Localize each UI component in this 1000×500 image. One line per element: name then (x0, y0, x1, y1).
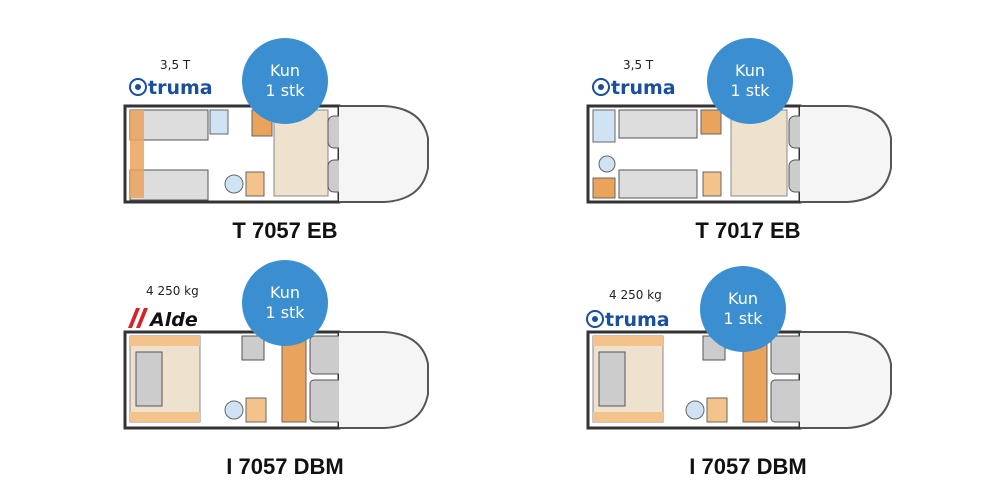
alde-logo: Alde (128, 308, 198, 330)
truma-logo: truma (129, 77, 213, 98)
weight-label: 4 250 kg (609, 288, 662, 302)
badge-line-1: Kun (270, 61, 300, 80)
layout-card-i7057dbm-alde[interactable]: 4 250 kg Alde Kun 1 stk I 7057 DBM (120, 258, 450, 498)
badge-line-2: 1 stk (723, 309, 763, 328)
svg-text:truma: truma (605, 309, 670, 330)
availability-badge: Kun 1 stk (242, 38, 328, 124)
svg-text:truma: truma (611, 77, 676, 98)
weight-label: 3,5 T (160, 58, 191, 72)
floor-plan (123, 104, 429, 204)
badge-line-1: Kun (735, 61, 765, 80)
model-name: T 7017 EB (695, 218, 801, 243)
layout-card-i7057dbm-truma[interactable]: 4 250 kg truma Kun 1 stk I 7057 DBM (583, 258, 913, 498)
svg-text:truma: truma (148, 77, 213, 98)
model-name: I 7057 DBM (226, 454, 344, 479)
floor-plan (123, 330, 429, 430)
layout-card-t7057eb[interactable]: 3,5 T truma Kun 1 stk T 7057 EB (120, 30, 450, 270)
model-name: I 7057 DBM (689, 454, 807, 479)
availability-badge: Kun 1 stk (242, 260, 328, 346)
badge-line-1: Kun (728, 289, 758, 308)
availability-badge: Kun 1 stk (700, 266, 786, 352)
floor-plan (586, 104, 892, 204)
badge-line-2: 1 stk (265, 303, 305, 322)
svg-text:Alde: Alde (148, 309, 198, 330)
badge-line-2: 1 stk (265, 81, 305, 100)
truma-logo: truma (592, 77, 676, 98)
weight-label: 4 250 kg (146, 284, 199, 298)
availability-badge: Kun 1 stk (707, 38, 793, 124)
layout-card-t7017eb[interactable]: 3,5 T truma Kun 1 stk T 7017 EB (583, 30, 913, 270)
badge-line-1: Kun (270, 283, 300, 302)
model-name: T 7057 EB (232, 218, 338, 243)
truma-logo: truma (586, 309, 670, 330)
weight-label: 3,5 T (623, 58, 654, 72)
badge-line-2: 1 stk (730, 81, 770, 100)
